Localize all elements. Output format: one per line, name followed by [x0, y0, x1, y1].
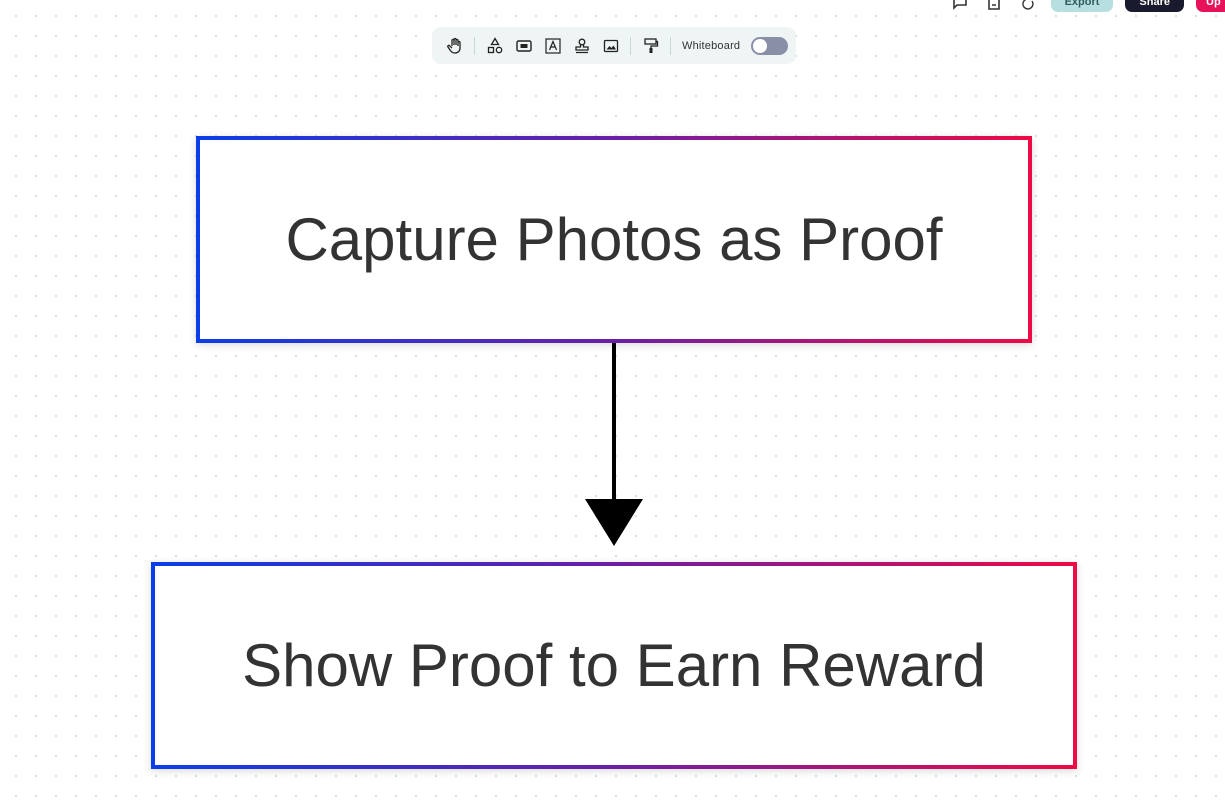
image-tool[interactable] [598, 33, 624, 59]
flow-node-capture-photos[interactable]: Capture Photos as Proof [196, 136, 1032, 343]
text-tool[interactable] [540, 33, 566, 59]
export-button[interactable]: Export [1050, 0, 1114, 12]
stamp-tool[interactable] [569, 33, 595, 59]
paint-roller-icon [643, 37, 658, 53]
arrowhead [585, 499, 643, 546]
flow-node-show-proof[interactable]: Show Proof to Earn Reward [151, 562, 1077, 769]
container-tool[interactable] [511, 33, 537, 59]
node-label: Capture Photos as Proof [285, 206, 943, 273]
canvas-toolbar: Whiteboard [432, 27, 796, 64]
rectangle-icon [515, 39, 532, 52]
document-icon[interactable] [983, 0, 1005, 11]
toolbar-divider [474, 36, 475, 55]
toolbar-divider [630, 36, 631, 55]
share-button[interactable]: Share [1125, 0, 1184, 12]
stamp-icon [574, 38, 589, 53]
whiteboard-toggle[interactable] [751, 36, 789, 55]
node-label: Show Proof to Earn Reward [242, 632, 986, 699]
toolbar-divider [670, 36, 671, 55]
format-painter-tool[interactable] [638, 33, 664, 59]
history-icon[interactable] [1017, 0, 1039, 11]
image-icon [603, 39, 618, 52]
shapes-icon [487, 36, 502, 53]
hand-tool[interactable] [442, 33, 468, 59]
toggle-knob [753, 38, 768, 53]
header-actions: Export Share Up [949, 0, 1225, 12]
whiteboard-label: Whiteboard [682, 39, 741, 52]
comment-icon[interactable] [949, 0, 971, 11]
text-icon [544, 37, 561, 54]
shapes-tool[interactable] [482, 33, 508, 59]
hand-icon [446, 37, 461, 54]
upgrade-button[interactable]: Up [1196, 0, 1225, 12]
